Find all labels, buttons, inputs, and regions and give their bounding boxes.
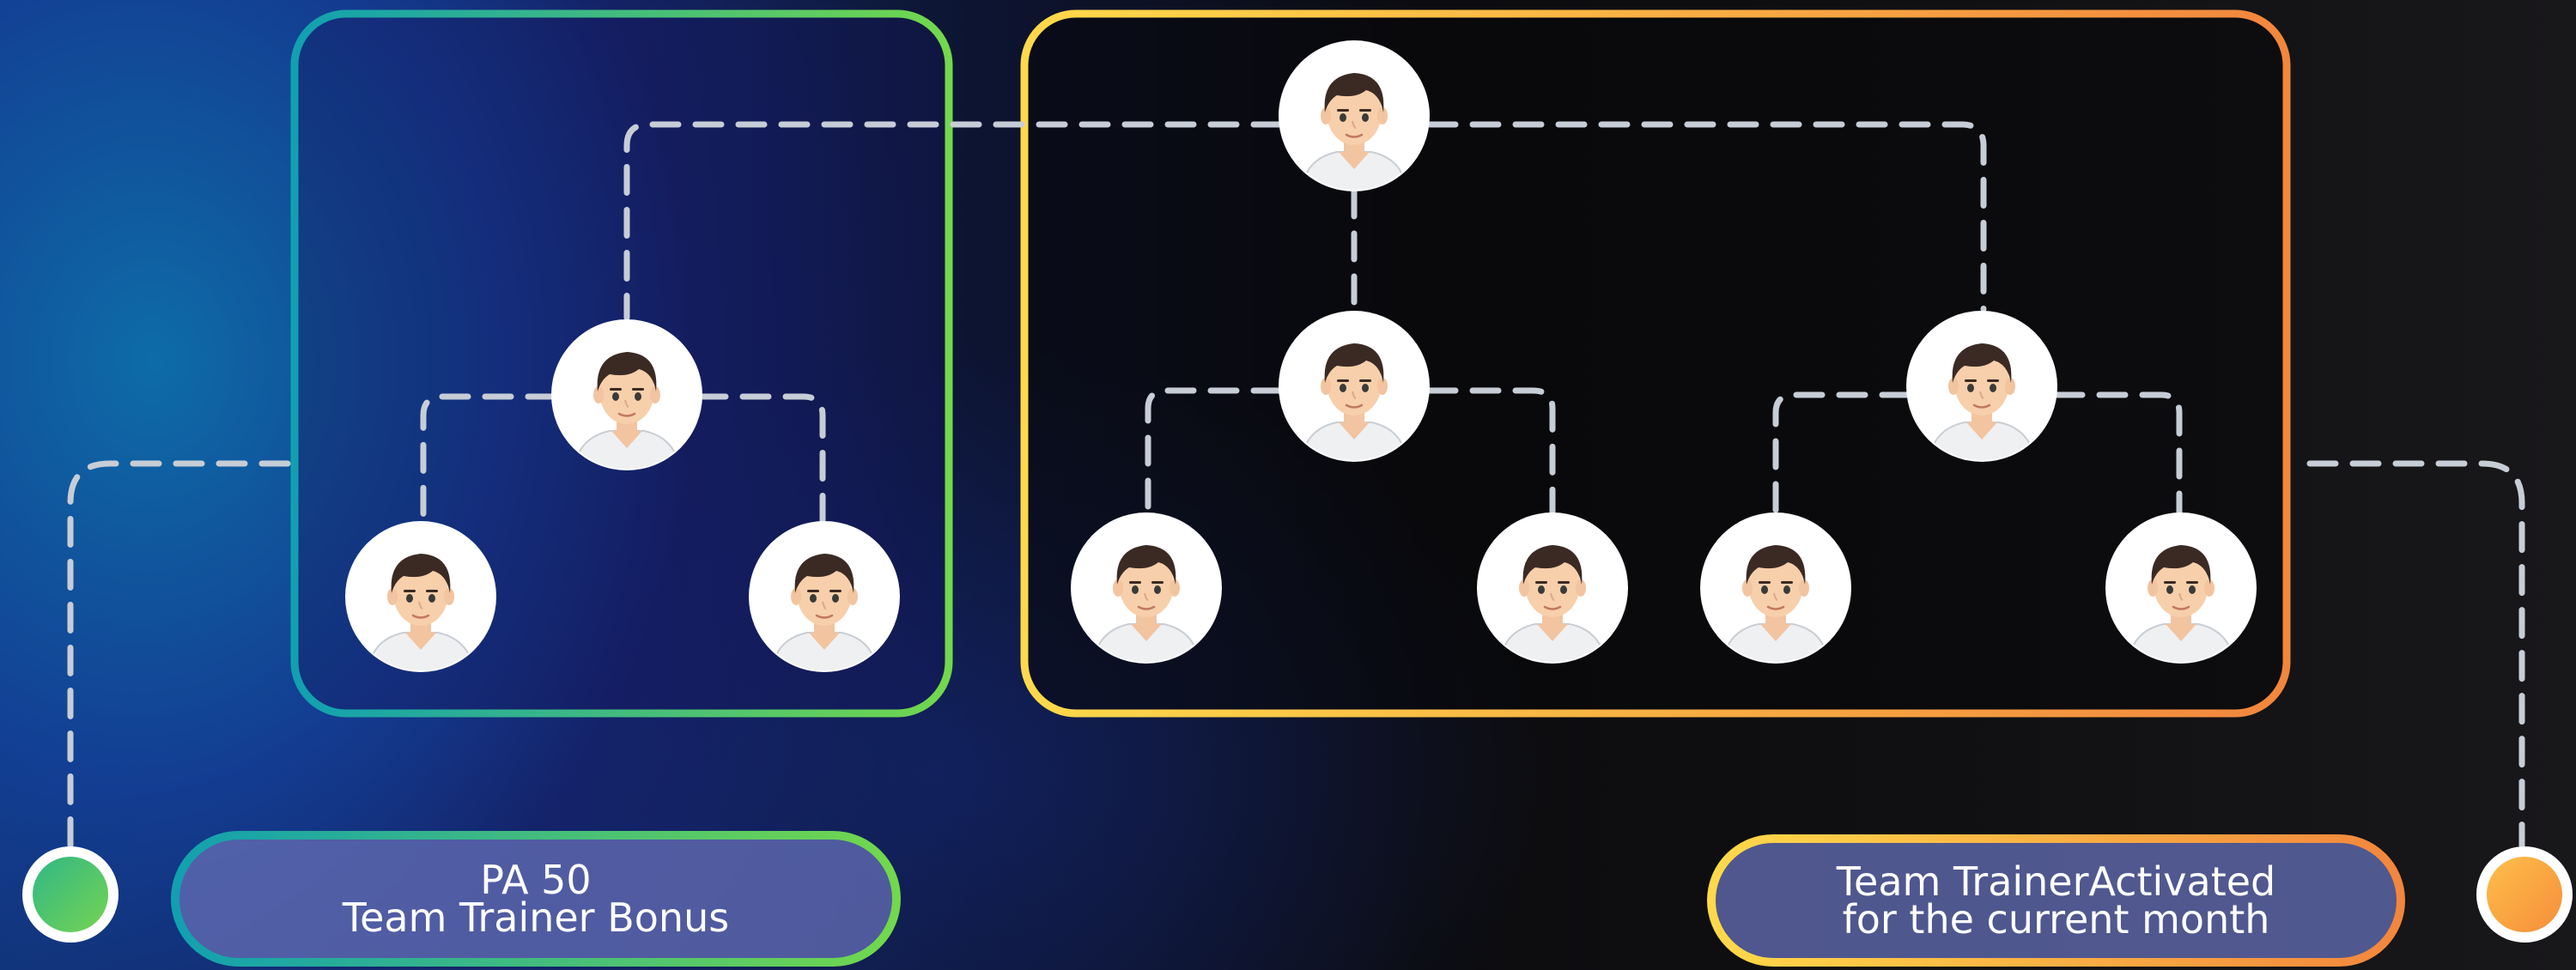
left-endpoint-dot <box>27 852 113 937</box>
person-avatar-right-child-2 <box>2104 511 2258 665</box>
left-label-line-2: Team Trainer Bonus <box>343 899 729 937</box>
connector-left-outer <box>70 464 288 846</box>
person-avatar-left-manager <box>550 318 704 472</box>
right-label-line-1: Team TrainerActivated <box>1837 863 2276 900</box>
person-avatar-right-child-1 <box>1698 511 1853 665</box>
right-label: Team TrainerActivated for the current mo… <box>1711 839 2401 962</box>
person-avatar-top <box>1277 39 1431 193</box>
person-avatar-right-manager <box>1905 309 2059 464</box>
right-endpoint-dot <box>2482 852 2567 937</box>
left-label: PA 50 Team Trainer Bonus <box>175 835 896 962</box>
person-avatar-left-child-1 <box>343 519 498 674</box>
person-avatar-left-child-2 <box>747 519 902 674</box>
person-avatar-center-child-2 <box>1475 511 1630 665</box>
right-label-line-2: for the current month <box>1843 900 2270 938</box>
person-avatar-center-manager <box>1277 309 1431 464</box>
left-label-line-1: PA 50 <box>480 861 591 899</box>
person-avatar-center-child-1 <box>1069 511 1224 665</box>
connector-right-outer <box>2310 464 2522 846</box>
